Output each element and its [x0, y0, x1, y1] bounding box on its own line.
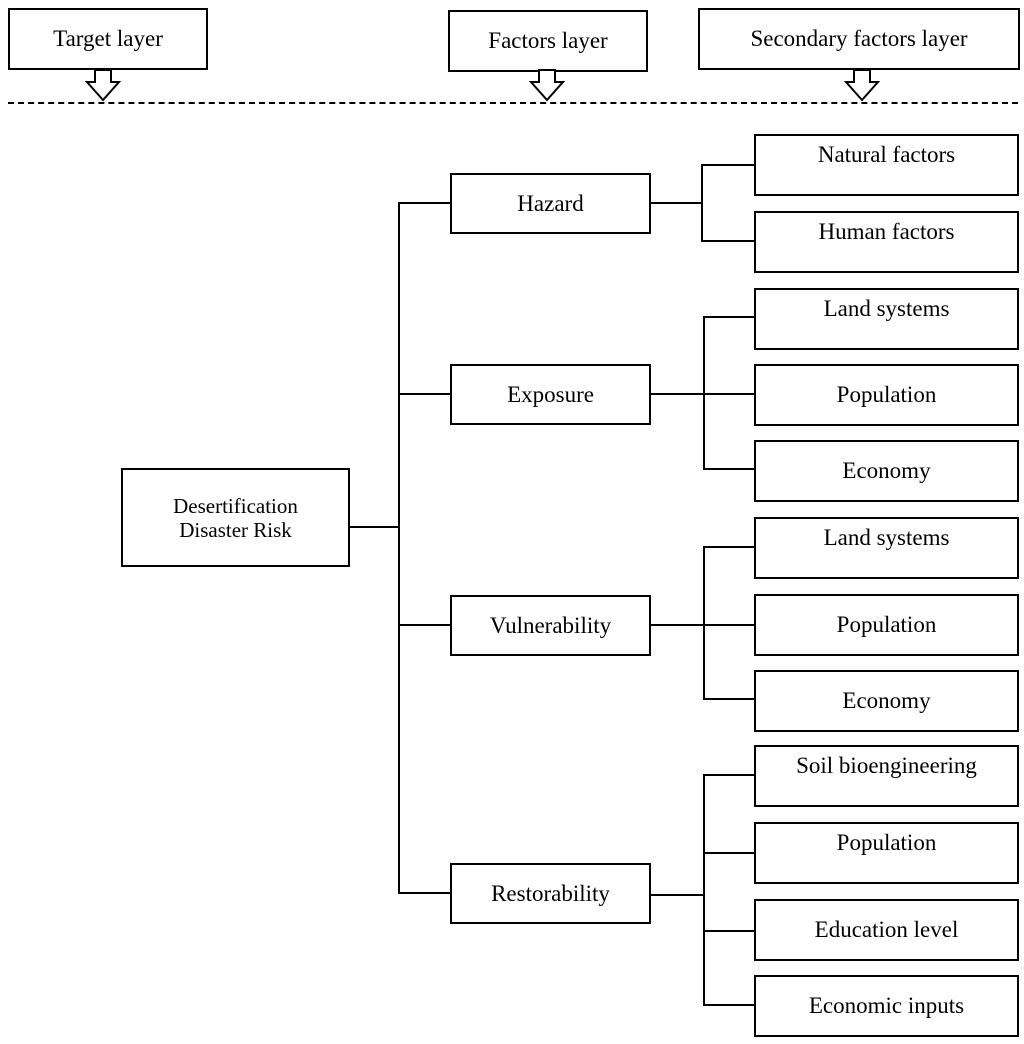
connector — [350, 526, 400, 528]
connector — [703, 316, 754, 318]
secondary-down-arrow-icon — [843, 69, 881, 102]
connector — [398, 202, 450, 204]
connector — [703, 316, 705, 470]
connector — [398, 624, 450, 626]
factor-hazard: Hazard — [450, 173, 651, 234]
secondary-soil-bioengineering: Soil bioengineering — [754, 745, 1019, 807]
connector — [703, 774, 754, 776]
header-factors-label: Factors layer — [488, 28, 608, 53]
connector — [651, 202, 703, 204]
secondary-label: Economy — [842, 688, 931, 713]
header-secondary-label: Secondary factors layer — [750, 26, 968, 51]
connector — [651, 393, 754, 395]
secondary-label: Education level — [814, 917, 959, 942]
connector — [701, 164, 754, 166]
factor-exposure-label: Exposure — [507, 381, 594, 407]
factor-hazard-label: Hazard — [517, 190, 584, 216]
connector — [703, 1004, 754, 1006]
connector — [398, 892, 450, 894]
target-line-2: Disaster Risk — [179, 517, 292, 542]
connector — [651, 894, 705, 896]
secondary-label: Human factors — [818, 219, 955, 244]
secondary-vulnerability-land-systems: Land systems — [754, 517, 1019, 579]
secondary-label: Economic inputs — [808, 993, 965, 1018]
secondary-label: Population — [836, 830, 937, 855]
secondary-label: Natural factors — [817, 142, 956, 167]
secondary-human-factors: Human factors — [754, 211, 1019, 273]
connector — [703, 546, 705, 700]
secondary-label: Economy — [842, 458, 931, 483]
factor-restorability-label: Restorability — [491, 880, 610, 906]
connector — [703, 930, 754, 932]
target-line-1: Desertification — [173, 493, 298, 518]
header-target-layer: Target layer — [8, 8, 208, 70]
secondary-label: Population — [836, 612, 937, 637]
connector — [703, 698, 754, 700]
connector — [651, 624, 754, 626]
connector — [398, 202, 400, 894]
header-factors-layer: Factors layer — [448, 10, 648, 72]
secondary-exposure-land-systems: Land systems — [754, 288, 1019, 350]
connector — [703, 468, 754, 470]
secondary-natural-factors: Natural factors — [754, 134, 1019, 196]
factor-vulnerability: Vulnerability — [450, 595, 651, 656]
secondary-vulnerability-economy: Economy — [754, 670, 1019, 732]
factor-exposure: Exposure — [450, 364, 651, 425]
factor-vulnerability-label: Vulnerability — [489, 612, 612, 638]
secondary-vulnerability-population: Population — [754, 594, 1019, 656]
connector — [703, 774, 705, 1006]
connector — [701, 240, 754, 242]
secondary-exposure-economy: Economy — [754, 440, 1019, 502]
header-secondary-layer: Secondary factors layer — [698, 8, 1020, 70]
secondary-label: Soil bioengineering — [796, 753, 977, 778]
secondary-exposure-population: Population — [754, 364, 1019, 426]
factors-down-arrow-icon — [528, 69, 566, 102]
target-node: Desertification Disaster Risk — [121, 468, 350, 567]
connector — [398, 393, 450, 395]
secondary-restorability-population: Population — [754, 822, 1019, 884]
secondary-label: Land systems — [823, 525, 950, 550]
secondary-label: Land systems — [823, 296, 950, 321]
secondary-label: Population — [836, 382, 937, 407]
secondary-economic-inputs: Economic inputs — [754, 975, 1019, 1037]
connector — [703, 546, 754, 548]
connector — [701, 164, 703, 242]
connector — [703, 852, 754, 854]
layer-separator-line — [8, 102, 1018, 104]
factor-restorability: Restorability — [450, 863, 651, 924]
target-down-arrow-icon — [84, 69, 122, 102]
header-target-label: Target layer — [53, 26, 163, 51]
secondary-education-level: Education level — [754, 899, 1019, 961]
